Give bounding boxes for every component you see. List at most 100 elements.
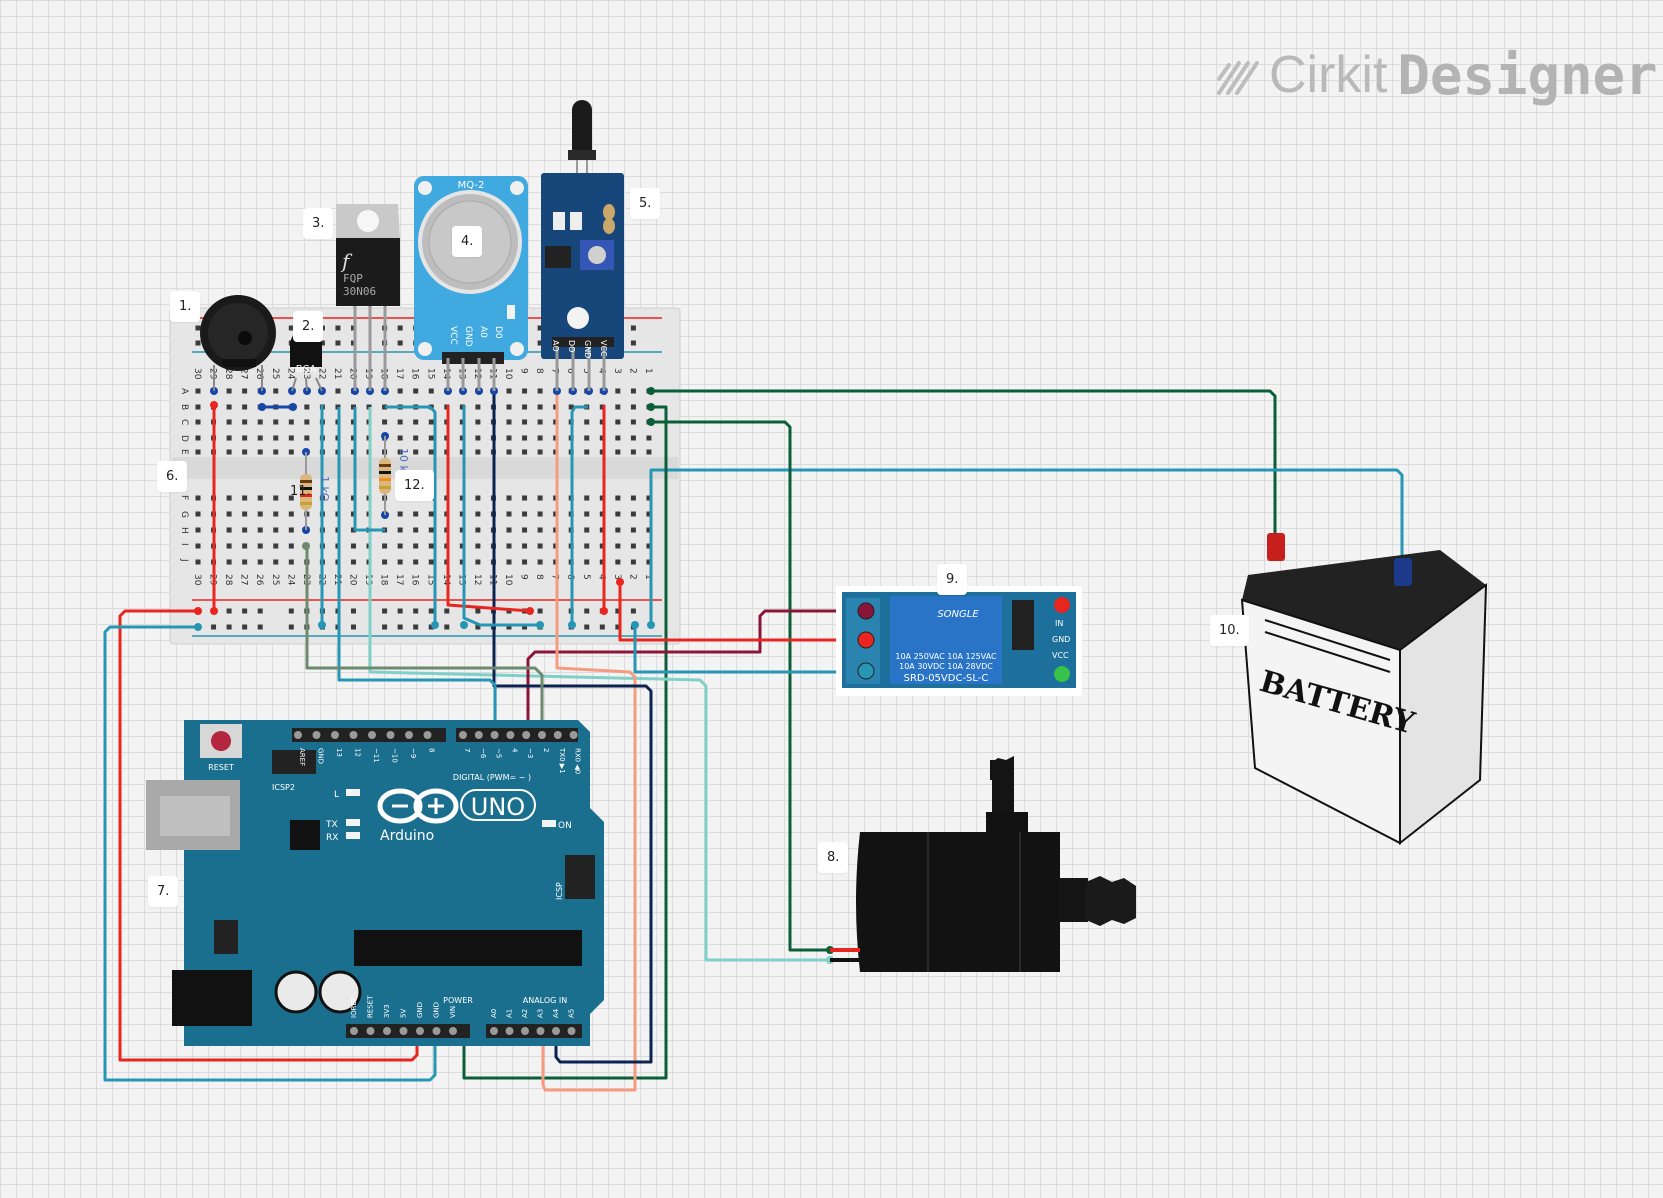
breadboard-col-label: 22 [316, 368, 326, 379]
wire-5v[interactable] [118, 609, 419, 1062]
wire-mosfet-gate[interactable] [337, 407, 497, 736]
arduino-analog-label: ANALOG IN [523, 996, 568, 1005]
wire-transistor-base[interactable] [305, 546, 544, 736]
wire-relay-in[interactable] [526, 609, 865, 736]
breadboard-col-label: 11 [487, 574, 497, 585]
arduino-power-pin-label: GND [416, 1002, 424, 1018]
breadboard-col-label: 7 [550, 574, 560, 580]
arduino-on-label: ON [558, 821, 572, 831]
breadboard-col-label: 28 [223, 574, 233, 586]
water-pump[interactable] [830, 756, 1136, 972]
wire-pump-positive[interactable] [368, 407, 830, 962]
label-arduino: 7. [148, 876, 179, 907]
breadboard-col-label: 5 [581, 368, 591, 374]
brand-name-cirkit: Cirkit [1269, 46, 1388, 104]
mq2-gas-sensor[interactable]: MQ-2 VCC GND A0 D0 [414, 176, 528, 391]
breadboard-col-label: 17 [394, 368, 404, 379]
breadboard-col-label: 1 [643, 574, 653, 580]
arduino-power-pin-label: VIN [449, 1006, 457, 1018]
flame-pin-vcc: VCC [599, 340, 608, 357]
breadboard-col-label: 12 [472, 368, 482, 379]
arduino-power-pin-label: IOREF [350, 997, 358, 1018]
breadboard-col-label: 25 [270, 368, 280, 379]
wire-gnd[interactable] [103, 625, 437, 1082]
wire-endpoint [460, 621, 468, 629]
label-flame: 5. [630, 188, 661, 219]
wire-battery-positive[interactable] [651, 389, 1277, 545]
wire-bb-teal-4[interactable] [462, 405, 540, 627]
breadboard-col-label: 24 [285, 574, 295, 586]
breadboard-col-label: 4 [596, 368, 606, 374]
breadboard-col-label: 12 [472, 574, 482, 585]
breadboard-row-label: G [179, 511, 189, 518]
breadboard-row-label: A [179, 388, 189, 395]
arduino-pin-label: ~5 [495, 748, 503, 758]
flame-pin-ao: AO [551, 340, 560, 352]
wire-bb-teal-2[interactable] [385, 405, 437, 625]
relay-rating-1: 10A 250VAC 10A 125VAC [895, 652, 997, 661]
relay-rating-2: 10A 30VDC 10A 28VDC [899, 662, 993, 671]
breadboard-col-label: 4 [596, 574, 606, 580]
breadboard-col-label: 6 [565, 368, 575, 374]
battery[interactable]: BATTERY [1240, 533, 1488, 846]
breadboard-col-label: 9 [519, 368, 529, 374]
breadboard-col-label: 8 [534, 574, 544, 580]
breadboard-row-label: J [179, 558, 189, 562]
label-transistor: 2. [293, 311, 324, 342]
breadboard-col-label: 21 [332, 574, 342, 585]
wire-endpoint [258, 403, 266, 411]
wire-relay-gnd[interactable] [633, 625, 865, 674]
wire-bb-teal-3[interactable] [353, 407, 385, 532]
breadboard-col-label: 6 [565, 574, 575, 580]
relay-module[interactable]: SONGLE 10A 250VAC 10A 125VAC 10A 30VDC 1… [836, 586, 1082, 696]
arduino-pin-label: AREF [298, 748, 306, 766]
breadboard-col-label: 2 [627, 368, 637, 374]
buzzer[interactable] [200, 295, 276, 391]
wire-pump-negative[interactable] [651, 420, 830, 952]
wire-endpoint [194, 623, 202, 631]
arduino-power-label: POWER [443, 996, 473, 1005]
breadboard-col-label: 7 [550, 368, 560, 374]
flame-sensor[interactable]: AO DO GND VCC [541, 100, 624, 391]
breadboard-col-label: 10 [503, 368, 513, 380]
arduino-digital-label: DIGITAL (PWM= ~ ) [453, 773, 531, 782]
arduino-power-pin-label: RESET [367, 995, 375, 1018]
breadboard-col-label: 8 [534, 368, 544, 374]
mosfet[interactable]: f FQP 30N06 [336, 204, 400, 391]
arduino-infinity-logo [377, 788, 459, 824]
arduino-pin-label: 8 [428, 748, 436, 752]
label-buzzer: 1. [170, 291, 201, 322]
wire-bb-teal-5[interactable] [570, 405, 588, 625]
relay-pin-gnd: GND [1052, 635, 1070, 644]
arduino-pin-label: TX0 ▶1 [558, 747, 566, 774]
arduino-l-label: L [334, 790, 339, 800]
breadboard-col-label: 11 [487, 368, 497, 379]
mq2-pin-d0: D0 [493, 326, 503, 339]
breadboard-col-label: 21 [332, 368, 342, 379]
arduino-pin-label: ~10 [391, 748, 399, 763]
breadboard-col-label: 27 [239, 368, 249, 379]
wire-battery-negative[interactable] [649, 468, 1404, 625]
breadboard-col-label: 14 [441, 574, 451, 586]
breadboard-col-label: 20 [348, 368, 358, 380]
brand-name-designer: Designer [1397, 43, 1658, 107]
breadboard-row-label: F [179, 495, 189, 500]
arduino-power-pin-label: 5V [400, 1009, 408, 1018]
breadboard-col-label: 15 [425, 368, 435, 379]
cirkit-logo-icon [1217, 61, 1259, 95]
arduino-reset-label: RESET [208, 763, 234, 772]
wire-vin[interactable] [462, 405, 668, 1080]
label-resistor-1k: 11. [290, 484, 311, 499]
wire-flame-ao-to-a4[interactable] [492, 391, 653, 1064]
wire-mq2-a0-to-a3[interactable] [541, 391, 637, 1092]
wire-endpoint [647, 621, 655, 629]
cirkit-designer-logo: Cirkit Designer [1215, 40, 1658, 110]
relay-model: SRD-05VDC-SL-C [904, 673, 989, 684]
resistor-1k[interactable]: 1 kΩ [300, 452, 331, 530]
breadboard-row-label: I [179, 543, 189, 546]
wire-relay-vcc[interactable] [618, 582, 865, 642]
label-battery: 10. [1210, 615, 1249, 646]
breadboard-col-label: 10 [503, 574, 513, 586]
wire-bb-red-2[interactable] [446, 405, 531, 613]
